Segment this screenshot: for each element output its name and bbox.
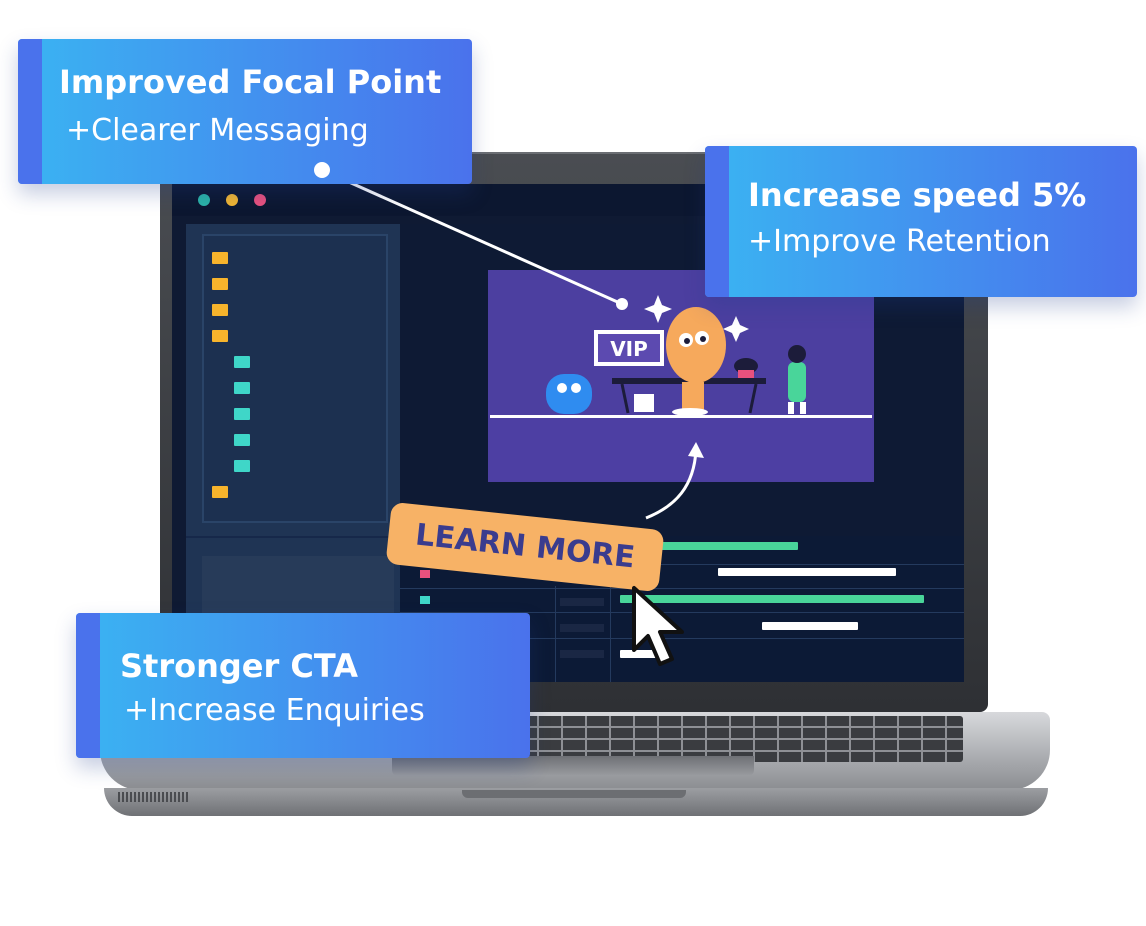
tree-folder-icon[interactable] — [212, 304, 228, 316]
tree-folder-icon[interactable] — [212, 252, 228, 264]
blue-character — [546, 374, 592, 414]
track-label-bar — [560, 598, 604, 606]
curved-arrow-icon — [645, 442, 704, 520]
timeline-row-divider — [400, 612, 964, 613]
tree-file-icon[interactable] — [234, 356, 250, 368]
timeline-row-divider — [400, 638, 964, 639]
trackpad — [392, 756, 754, 776]
orange-character — [666, 307, 726, 383]
vent-grille — [118, 792, 188, 802]
callout-title: Stronger CTA — [120, 647, 359, 685]
track-marker[interactable] — [420, 596, 430, 604]
tree-file-icon[interactable] — [234, 460, 250, 472]
timeline-row-divider — [400, 564, 964, 565]
track-label-bar — [560, 650, 604, 658]
tree-folder-icon[interactable] — [212, 330, 228, 342]
green-character — [788, 362, 806, 402]
callout-speed: Increase speed 5% +Improve Retention — [705, 146, 1137, 297]
callout-title: Increase speed 5% — [748, 176, 1087, 214]
video-floor-area — [490, 418, 872, 480]
bin — [634, 394, 654, 412]
panel-divider — [186, 536, 400, 538]
timeline-clip[interactable] — [718, 568, 896, 576]
timeline-clip[interactable] — [642, 542, 798, 550]
tree-file-icon[interactable] — [234, 434, 250, 446]
sparkle-icon — [644, 295, 672, 323]
callout-title: Improved Focal Point — [59, 63, 442, 101]
timeline-row-divider — [400, 588, 964, 589]
callout-subtitle: +Clearer Messaging — [66, 113, 369, 148]
file-tree — [202, 234, 388, 523]
tree-file-icon[interactable] — [234, 408, 250, 420]
timeline-clip[interactable] — [620, 650, 668, 658]
cursor-icon — [632, 586, 684, 666]
video-illustration: VIP — [546, 295, 806, 416]
laptop-front-slot — [462, 790, 686, 798]
timeline-clip[interactable] — [620, 595, 924, 603]
window-dot-teal[interactable] — [198, 194, 210, 206]
tree-file-icon[interactable] — [234, 382, 250, 394]
tree-folder-icon[interactable] — [212, 278, 228, 290]
vip-sign-label: VIP — [610, 337, 648, 361]
timeline-column-divider — [610, 586, 611, 682]
window-dot-pink[interactable] — [254, 194, 266, 206]
callout-subtitle: +Increase Enquiries — [124, 693, 425, 728]
window-dot-yellow[interactable] — [226, 194, 238, 206]
track-marker[interactable] — [420, 570, 430, 578]
sparkle-icon — [723, 316, 749, 342]
keyboard-rows — [515, 716, 963, 762]
connector-anchor — [314, 162, 330, 178]
callout-cta: Stronger CTA +Increase Enquiries — [76, 613, 530, 758]
tree-folder-icon[interactable] — [212, 486, 228, 498]
timeline-clip[interactable] — [762, 622, 858, 630]
track-label-bar — [560, 624, 604, 632]
callout-subtitle: +Improve Retention — [748, 224, 1051, 259]
video-floor-line — [490, 415, 872, 418]
callout-focal-point: Improved Focal Point +Clearer Messaging — [18, 39, 472, 184]
timeline-column-divider — [555, 586, 556, 682]
